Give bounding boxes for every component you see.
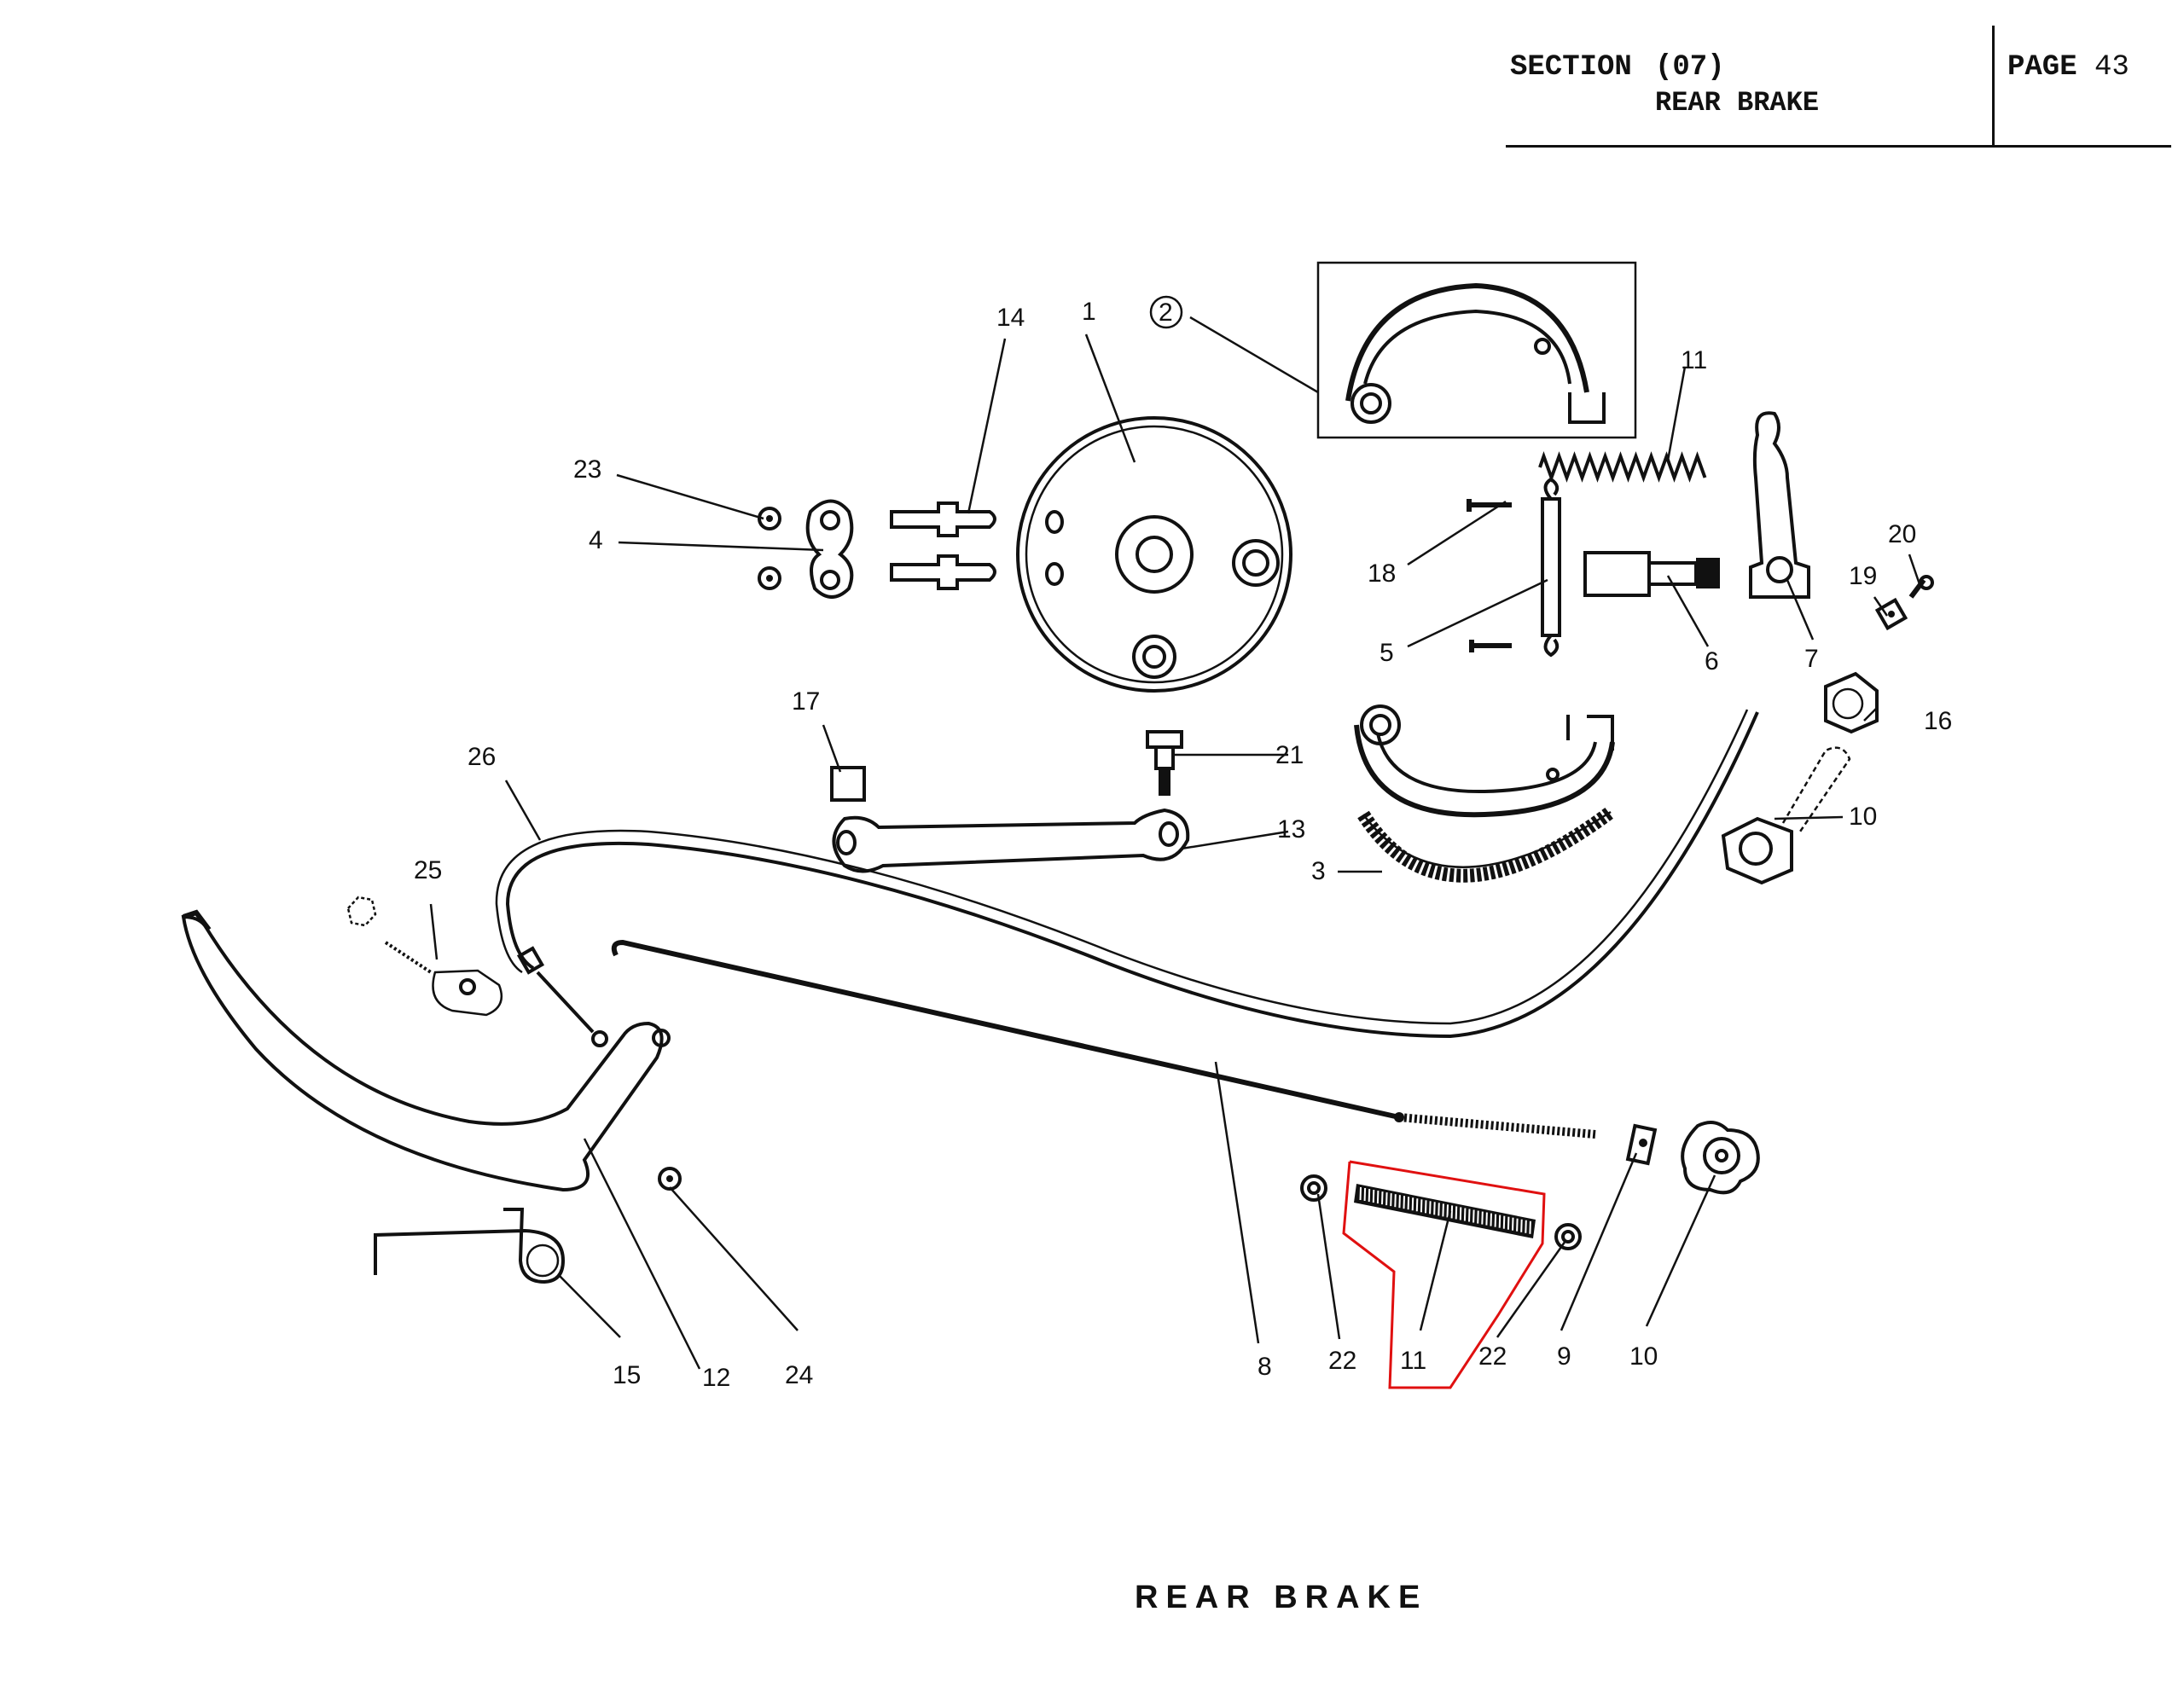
callout-10-lower: 10 xyxy=(1629,1342,1658,1371)
callout-13: 13 xyxy=(1277,815,1305,844)
callout-24: 24 xyxy=(785,1361,813,1389)
part-stop-bolt xyxy=(346,896,503,1017)
highlight-outline xyxy=(1342,1160,1546,1389)
part-clip xyxy=(658,1167,682,1191)
part-circlip xyxy=(758,507,781,590)
callout-7: 7 xyxy=(1804,645,1819,673)
part-bushing xyxy=(830,766,866,802)
callout-22-left: 22 xyxy=(1328,1347,1356,1375)
part-screw xyxy=(1908,575,1934,599)
callout-1: 1 xyxy=(1082,298,1096,326)
part-brake-cable xyxy=(495,709,1759,1047)
callout-17: 17 xyxy=(792,687,820,716)
part-brake-rod xyxy=(611,939,1596,1139)
part-brake-lever xyxy=(1749,411,1810,599)
part-torque-arm xyxy=(832,808,1190,873)
callout-4: 4 xyxy=(589,526,603,554)
callout-10-upper: 10 xyxy=(1849,803,1877,831)
callout-11-upper: 11 xyxy=(1681,346,1707,374)
callout-8: 8 xyxy=(1258,1353,1272,1381)
part-washer xyxy=(1300,1174,1582,1250)
callout-6: 6 xyxy=(1705,647,1719,675)
part-knurled-nut xyxy=(1681,1121,1760,1195)
callout-26: 26 xyxy=(468,743,496,771)
callout-16: 16 xyxy=(1924,707,1952,735)
callout-21: 21 xyxy=(1275,741,1304,769)
callout-22-right: 22 xyxy=(1478,1342,1507,1371)
callout-5: 5 xyxy=(1380,639,1394,667)
part-pin xyxy=(1467,499,1512,652)
section-number: (07) xyxy=(1655,51,1725,84)
part-lock-washer xyxy=(1874,597,1908,631)
header-divider-horizontal xyxy=(1506,145,2171,148)
part-pivot-pin xyxy=(890,501,996,590)
part-spring-lower xyxy=(1354,1184,1536,1238)
part-brake-shoe-boxed xyxy=(1316,261,1637,439)
callout-14: 14 xyxy=(996,304,1025,332)
callout-20: 20 xyxy=(1888,520,1916,548)
page-label-text: PAGE xyxy=(2007,51,2077,84)
diagram-title: REAR BRAKE xyxy=(1135,1580,1428,1615)
part-pedal-return-spring xyxy=(374,1208,566,1284)
part-adjuster xyxy=(1583,551,1720,597)
part-brake-lining xyxy=(1357,806,1615,883)
callout-circle xyxy=(1149,295,1183,329)
callout-9: 9 xyxy=(1557,1342,1571,1371)
callout-3: 3 xyxy=(1311,857,1326,885)
part-nut xyxy=(1824,671,1879,734)
callout-18: 18 xyxy=(1368,559,1396,588)
section-title: REAR BRAKE xyxy=(1655,87,1820,119)
callout-25: 25 xyxy=(414,856,442,884)
part-link-plate xyxy=(805,499,854,599)
callout-15: 15 xyxy=(613,1361,641,1389)
part-rod-clip xyxy=(1625,1123,1658,1166)
page-label: PAGE 43 xyxy=(2007,51,2129,84)
callout-23: 23 xyxy=(573,455,601,484)
callout-19: 19 xyxy=(1849,562,1877,590)
header-divider-vertical xyxy=(1992,26,1995,147)
callout-12: 12 xyxy=(702,1364,730,1392)
callout-11-lower: 11 xyxy=(1400,1347,1426,1375)
leader-lines xyxy=(429,316,1921,1370)
page-number: 43 xyxy=(2094,51,2129,84)
part-adjusting-bolt xyxy=(1721,746,1851,885)
section-label: SECTION xyxy=(1510,51,1632,84)
part-return-spring xyxy=(1541,477,1561,658)
part-spring-upper xyxy=(1538,450,1707,483)
part-bolt xyxy=(1146,730,1183,796)
page-header: SECTION (07) REAR BRAKE PAGE 43 xyxy=(1506,26,2171,149)
part-brake-plate xyxy=(1016,416,1292,693)
part-brake-shoe-lower xyxy=(1354,704,1615,818)
callout-2: 2 xyxy=(1159,299,1173,327)
part-brake-pedal xyxy=(181,909,671,1192)
